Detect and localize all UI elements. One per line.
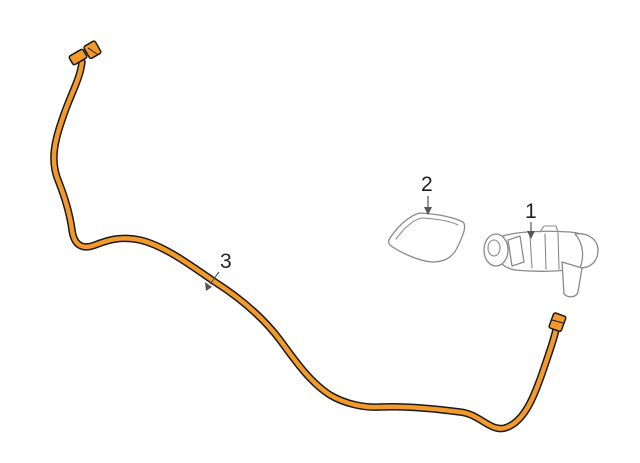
nozzle-rib-1 [529,235,533,269]
washer-hose-icon[interactable] [50,40,567,433]
callout-3-label: 3 [220,250,232,273]
nozzle-outlet-pipe [561,261,583,298]
nozzle-tab [539,225,559,233]
callout-1: 1 [525,200,537,239]
callout-3-leader [209,271,220,285]
hose-top-connector [68,40,102,66]
callout-3-arrowhead [205,282,212,291]
callout-2-label: 2 [421,173,433,196]
cap-outline [387,212,466,263]
callout-2-arrowhead [424,207,432,215]
cap-inner-edge [395,217,459,240]
washer-nozzle-assembly-icon[interactable] [483,225,599,298]
nozzle-rib-2 [544,233,547,270]
hose-body [51,59,560,431]
callout-1-label: 1 [525,200,537,223]
callout-2: 2 [421,173,433,215]
nozzle-front-inner [487,239,501,257]
nozzle-rib-3 [557,232,560,270]
callout-3: 3 [205,250,232,291]
hose-bottom-connector [548,312,567,333]
nozzle-cover-cap-icon[interactable] [387,212,466,263]
nozzle-clip [507,235,525,267]
callout-1-arrowhead [527,231,535,239]
nozzle-front-ring [483,233,509,267]
nozzle-rear-cap [574,233,599,269]
